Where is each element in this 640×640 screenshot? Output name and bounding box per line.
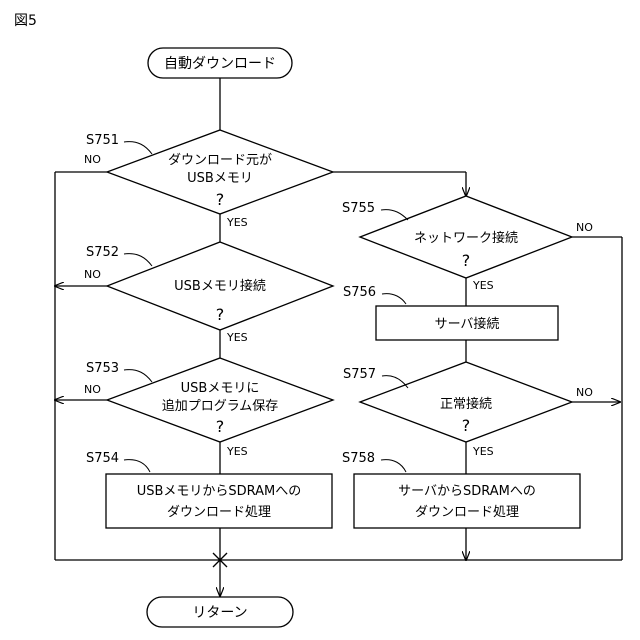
s751-yes-label: YES (226, 216, 248, 229)
decision-s752: USBメモリ接続 ? (107, 242, 333, 330)
s752-line1: USBメモリ接続 (174, 278, 266, 294)
s757-question-mark: ? (462, 416, 471, 435)
s757-no-label: NO (576, 386, 593, 399)
end-terminal: リターン (147, 597, 293, 627)
s756-pointer (382, 294, 406, 304)
decision-s757: 正常接続 ? (360, 362, 572, 442)
s756-line1: サーバ接続 (435, 316, 500, 332)
s751-step-id: S751 (86, 133, 119, 148)
s751-no-label: NO (84, 153, 101, 166)
s755-yes-label: YES (472, 279, 494, 292)
s758-step-id: S758 (342, 451, 375, 466)
s751-pointer (124, 142, 152, 154)
end-terminal-label: リターン (192, 605, 247, 621)
s751-question-mark: ? (216, 190, 225, 209)
s752-question-mark: ? (216, 305, 225, 324)
s753-question-mark: ? (216, 417, 225, 436)
s758-pointer (381, 460, 406, 472)
s755-question-mark: ? (462, 251, 471, 270)
s752-pointer (124, 254, 152, 266)
s757-step-id: S757 (343, 367, 376, 382)
s751-line1: ダウンロード元が (168, 153, 272, 168)
s756-step-id: S756 (343, 285, 376, 300)
s758-line2: ダウンロード処理 (415, 505, 519, 520)
s754-pointer (124, 460, 150, 472)
s753-yes-label: YES (226, 445, 248, 458)
s754-line1: USBメモリからSDRAMへの (137, 484, 302, 499)
decision-s751: ダウンロード元が USBメモリ ? (107, 130, 333, 214)
decision-s755: ネットワーク接続 ? (360, 196, 572, 278)
s751-line2: USBメモリ (187, 171, 253, 186)
s753-step-id: S753 (86, 361, 119, 376)
s757-yes-label: YES (472, 445, 494, 458)
start-terminal: 自動ダウンロード (148, 48, 292, 78)
s752-yes-label: YES (226, 331, 248, 344)
s755-pointer (381, 210, 408, 220)
s757-line1: 正常接続 (440, 396, 492, 412)
decision-s753: USBメモリに 追加プログラム保存 ? (107, 358, 333, 442)
s755-line1: ネットワーク接続 (414, 230, 518, 246)
start-terminal-label: 自動ダウンロード (164, 56, 276, 72)
process-s754: USBメモリからSDRAMへの ダウンロード処理 (106, 474, 332, 528)
s753-pointer (124, 370, 152, 382)
s753-no-label: NO (84, 383, 101, 396)
process-s756: サーバ接続 (376, 306, 558, 340)
s755-no-label: NO (576, 221, 593, 234)
s752-step-id: S752 (86, 245, 119, 260)
s755-step-id: S755 (342, 201, 375, 216)
s753-line1: USBメモリに (181, 381, 260, 396)
process-s758: サーバからSDRAMへの ダウンロード処理 (354, 474, 580, 528)
s758-line1: サーバからSDRAMへの (398, 484, 536, 499)
s753-line2: 追加プログラム保存 (162, 398, 279, 414)
s752-no-label: NO (84, 268, 101, 281)
s754-step-id: S754 (86, 451, 119, 466)
s754-line2: ダウンロード処理 (167, 505, 271, 520)
